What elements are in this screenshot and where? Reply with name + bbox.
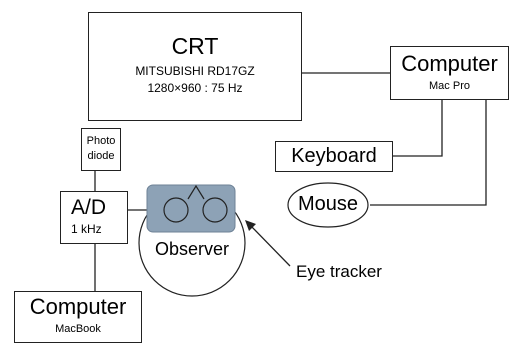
computer-macbook-title: Computer: [29, 294, 127, 319]
right-eye-icon: [202, 197, 228, 223]
photodiode-line2: diode: [87, 150, 115, 162]
computer-mac-pro-model: Mac Pro: [429, 80, 470, 92]
crt-mode: 1280×960 : 75 Hz: [147, 81, 243, 95]
keyboard-label: Keyboard: [291, 145, 377, 167]
eye-tracker-arrow: [249, 224, 291, 267]
ad-box: A/D 1 kHz: [60, 191, 128, 244]
line-computer-to-keyboard: [393, 100, 443, 157]
arrow-head-icon: [245, 220, 256, 231]
computer-macbook-box: Computer MacBook: [14, 291, 142, 343]
crt-title: CRT: [171, 33, 219, 59]
photodiode-box: Photo diode: [81, 128, 121, 171]
ad-rate: 1 kHz: [71, 222, 102, 236]
observer-label: Observer: [154, 239, 230, 259]
mouse-ellipse: [287, 182, 369, 228]
crt-model: MITSUBISHI RD17GZ: [135, 64, 255, 78]
computer-macbook-model: MacBook: [55, 323, 101, 335]
ad-title: A/D: [71, 196, 107, 219]
nose-icon: [187, 184, 205, 200]
keyboard-box: Keyboard: [275, 141, 393, 172]
eye-tracker-label: Eye tracker: [296, 262, 382, 281]
photodiode-line1: Photo: [86, 135, 116, 147]
mouse-label: Mouse: [297, 193, 359, 215]
left-eye-icon: [163, 197, 189, 223]
computer-mac-pro-title: Computer: [401, 51, 498, 76]
eye-tracker-device: [146, 184, 236, 233]
line-computer-to-mouse: [370, 100, 487, 206]
crt-box: CRT MITSUBISHI RD17GZ 1280×960 : 75 Hz: [88, 12, 302, 121]
computer-mac-pro-box: Computer Mac Pro: [390, 46, 509, 100]
